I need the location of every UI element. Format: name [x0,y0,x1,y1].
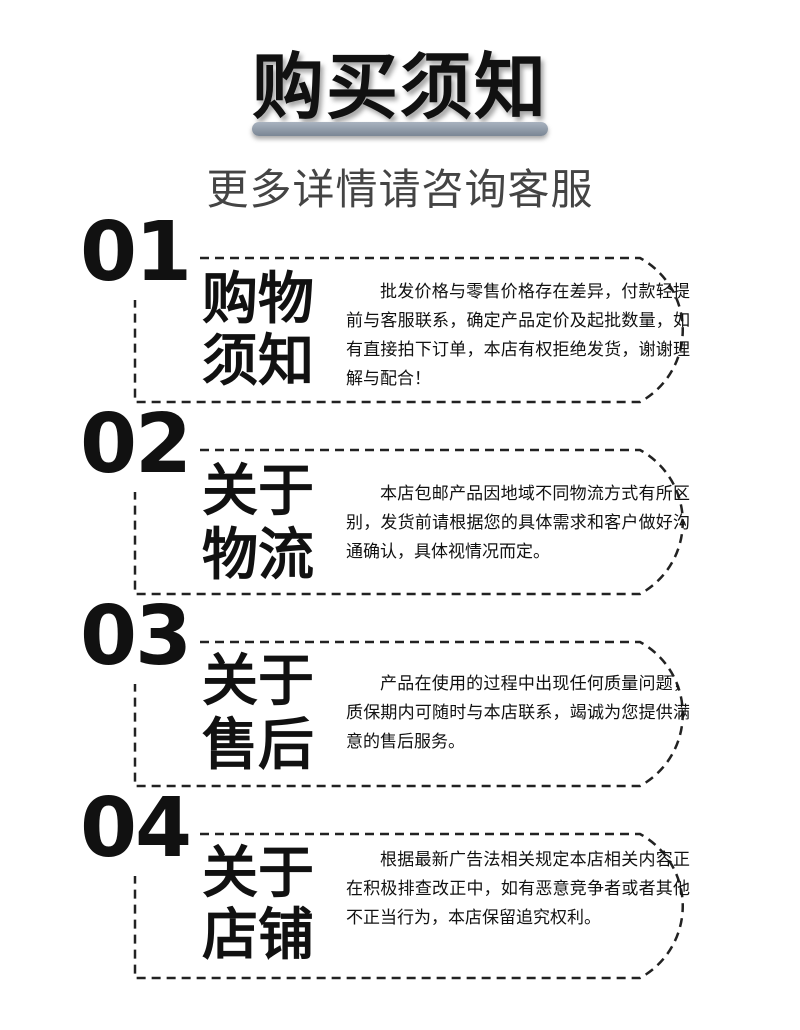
section-heading-line2: 物流 [202,523,314,588]
section-heading-line2: 售后 [202,713,314,778]
section-body-text: 批发价格与零售价格存在差异，付款轻提前与客服联系，确定产品定价及起批数量，如有直… [346,282,690,389]
notice-section-store: 04 关于 店铺 根据最新广告法相关规定本店相关内容正在积极排查改正中，如有恶意… [0,788,800,998]
dashed-frame [133,640,685,788]
page-subtitle: 更多详情请咨询客服 [206,165,594,214]
dashed-frame [133,448,685,596]
section-number: 04 [80,781,192,876]
section-heading-line1: 关于 [202,459,314,524]
section-body-text: 本店包邮产品因地域不同物流方式有所区别，发货前请根据您的具体需求和客户做好沟通确… [346,484,690,562]
dashed-frame [133,256,685,404]
section-heading-line1: 购物 [202,267,314,332]
section-body-text: 根据最新广告法相关规定本店相关内容正在积极排查改正中，如有恶意竞争者或者其他不正… [346,850,690,928]
section-heading-line2: 店铺 [202,903,314,968]
notice-section-logistics: 02 关于 物流 本店包邮产品因地域不同物流方式有所区别，发货前请根据您的具体需… [0,404,800,614]
section-number: 01 [80,205,192,300]
notice-section-after-sales: 03 关于 售后 产品在使用的过程中出现任何质量问题，质保期内可随时与本店联系，… [0,596,800,806]
notice-section-shopping: 01 购物 须知 批发价格与零售价格存在差异，付款轻提前与客服联系，确定产品定价… [0,212,800,422]
dashed-frame [133,832,685,980]
section-heading-line1: 关于 [202,649,314,714]
title-underline-bar [252,122,548,136]
section-body-text: 产品在使用的过程中出现任何质量问题，质保期内可随时与本店联系，竭诚为您提供满意的… [346,674,690,752]
page-title: 购买须知 [251,45,548,129]
section-number: 03 [80,589,192,684]
section-heading-line2: 须知 [202,329,314,394]
section-heading-line1: 关于 [202,841,314,906]
section-number: 02 [80,397,192,492]
